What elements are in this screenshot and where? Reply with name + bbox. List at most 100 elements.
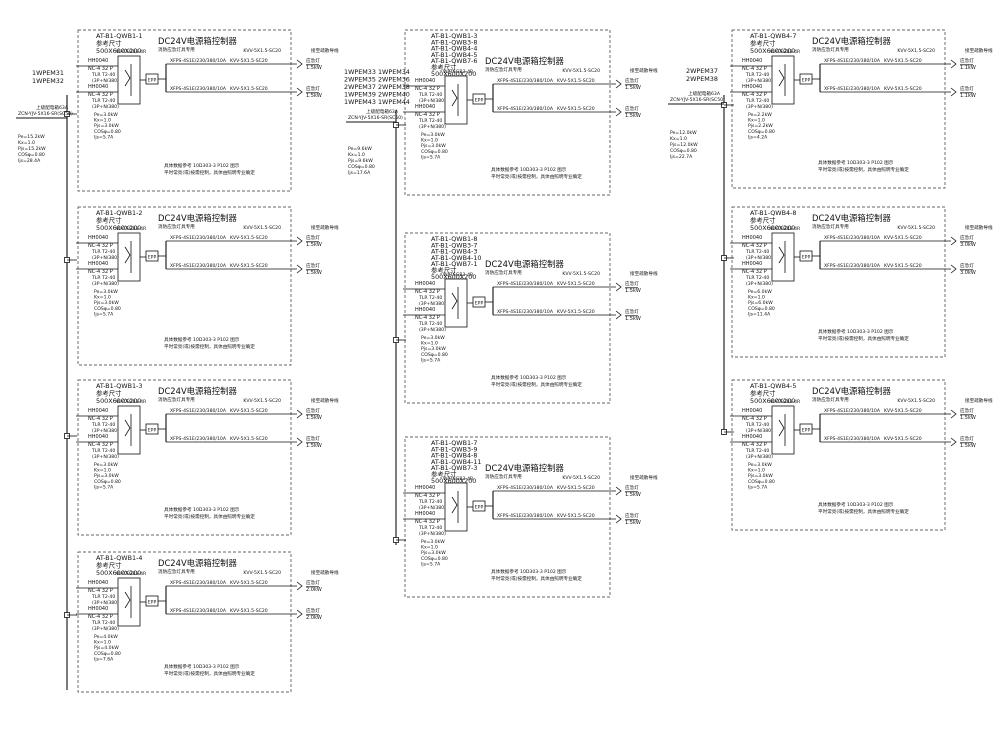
cable-spec: KVV-5X1.5-SC20	[230, 436, 268, 442]
feeder-param: Ijs=17.6A	[348, 170, 371, 176]
panel-param: COSφ=0.80	[748, 306, 775, 312]
panel-name-line: AT-B1-QWB1-7	[431, 439, 477, 447]
breaker-spec: NC-4 32 P	[415, 289, 440, 295]
panel-param: Kx=1.0	[421, 138, 438, 144]
panel-subtitle: 消防应急灯具专用	[812, 223, 849, 230]
lamp-icon	[950, 236, 957, 246]
lamp-icon	[615, 514, 622, 524]
panel-param: COSφ=0.80	[421, 556, 448, 562]
panel-name-line: AT-B1-QWB1-8	[431, 235, 477, 243]
lamp-label: 应急灯	[625, 105, 639, 112]
panel-10: AT-B1-QWB4-5参考尺寸500X600X200DC24V电源箱控制器消防…	[730, 379, 993, 531]
cable-spec: KVV-5X1.5-SC20	[557, 485, 595, 491]
output-spec: XFPS-4S1E/230/380/10A	[824, 408, 881, 414]
ats-symbol	[451, 491, 459, 523]
load-rating: 1.5kW	[960, 443, 976, 449]
load-rating: 1.5kW	[625, 492, 641, 498]
cable-spec: KVV-5X1.5-SC20	[557, 513, 595, 519]
lamp-icon	[296, 87, 303, 97]
breaker-spec: NC-4 32 P	[742, 269, 767, 275]
breaker-spec: (3P+N/380)	[746, 428, 773, 434]
panel-name-line: AT-B1-QWB3-8	[431, 38, 477, 46]
lamp-icon	[615, 282, 622, 292]
breaker-spec: (3P+N/380)	[92, 104, 119, 110]
switch-model: HH0040	[88, 58, 108, 64]
panel-name-line: AT-B1-QWB4-5	[431, 51, 477, 59]
ats-model: WATSGB3-4R	[443, 476, 474, 482]
breaker-spec: NC-4 32 P	[415, 519, 440, 525]
load-rating: 1.5kW	[306, 415, 322, 421]
panel-param: Kx=1.0	[94, 640, 111, 646]
panel-name-line: AT-B1-QWB4-7	[750, 32, 796, 40]
panel-name-line: AT-B1-QWB7-6	[431, 57, 477, 65]
epp-label: EPP	[475, 505, 484, 511]
panel-name-line: 500X600X200	[750, 47, 795, 55]
lamp-icon	[615, 107, 622, 117]
cable-spec: KVV-5X1.5-SC20	[562, 475, 600, 481]
ats-model: WATSGB3-4R	[443, 69, 474, 75]
panel-param: COSφ=0.80	[94, 306, 121, 312]
breaker-spec: TLR T2-40	[745, 98, 769, 104]
feeder-param: Pe=12.0kW	[670, 130, 697, 136]
panel-param: Ijs=4.2A	[748, 134, 768, 140]
switch-model: HH0040	[415, 104, 435, 110]
cable-spec: KVV-5X1.5-SC20	[884, 235, 922, 241]
ats-model: WATSGB3-4R	[443, 272, 474, 278]
breaker-spec: TLR T2-40	[91, 72, 115, 78]
epp-label: EPP	[802, 78, 811, 84]
ats-symbol	[451, 84, 459, 116]
breaker-spec: NC-4 32 P	[88, 243, 113, 249]
output-spec: XFPS-4S1E/230/380/10A	[497, 309, 554, 315]
output-spec: XFPS-4S1E/230/380/10A	[824, 235, 881, 241]
cable-spec: KVV-5X1.5-SC20	[884, 86, 922, 92]
panel-title: DC24V电源箱控制器	[812, 213, 892, 223]
breaker-spec: NC-4 32 P	[742, 243, 767, 249]
cable-spec: KVV-5X1.5-SC20	[897, 225, 935, 231]
panel-note: 平时常亮(或)按需控制，具体由照明专业确定	[491, 381, 582, 388]
cable-spec: KVV-5X1.5-SC20	[562, 68, 600, 74]
panel-name-line: 500X600X200	[96, 224, 141, 232]
feeder-param: Kx=1.0	[670, 136, 687, 142]
ats-model: WATSGB3-4R	[116, 399, 147, 405]
right-feeder: 上级配电箱63AZCN-YJV-5X16-SR(SC50)Pe=12.0kWKx…	[668, 67, 734, 435]
breaker-spec: (3P+N/380)	[746, 281, 773, 287]
panel-param: Kx=1.0	[748, 295, 765, 301]
load-rating: 1.5kW	[306, 65, 322, 71]
load-rating: 1.5kW	[306, 93, 322, 99]
switch-model: HH0040	[88, 408, 108, 414]
output-spec: XFPS-4S1E/230/380/10A	[824, 436, 881, 442]
panel-note: 平时常亮(或)按需控制，具体由照明专业确定	[818, 166, 909, 173]
feeder-label: 2WPEM35 2WPEM36	[344, 76, 410, 84]
switch-model: HH0040	[415, 78, 435, 84]
breaker-spec: (3P+N/380)	[419, 531, 446, 537]
cable-spec: KVV-5X1.5-SC20	[230, 263, 268, 269]
panel-note: 具体数据参考 10D303-3 P102 图示	[491, 374, 567, 381]
panel-name-line: 参考尺寸	[431, 266, 457, 275]
ats-model: WATSGB3-4R	[116, 571, 147, 577]
panel-name-line: 参考尺寸	[96, 39, 122, 48]
load-rating: 1.5kW	[306, 270, 322, 276]
cable-spec: KVV-5X1.5-SC20	[243, 398, 281, 404]
lamp-label: 应急灯	[306, 435, 320, 442]
feeder-label: 1WPEM39 2WPEM40	[344, 91, 410, 99]
panel-name-line: AT-B1-QWB4-10	[431, 254, 482, 262]
panel-note: 具体数据参考 10D303-3 P102 图示	[164, 162, 240, 169]
cable-spec: KVV-5X1.5-SC20	[230, 235, 268, 241]
breaker-spec: TLR T2-40	[91, 275, 115, 281]
panel-note: 具体数据参考 10D303-3 P102 图示	[818, 159, 894, 166]
right-header: 接至疏散导线	[630, 270, 658, 277]
breaker-spec: (3P+N/380)	[92, 626, 119, 632]
lamp-icon	[296, 609, 303, 619]
panel-note: 具体数据参考 10D303-3 P102 图示	[491, 568, 567, 575]
panel-name-line: 参考尺寸	[750, 216, 776, 225]
epp-label: EPP	[148, 255, 157, 261]
cable-spec: KVV-5X1.5-SC20	[557, 309, 595, 315]
lamp-icon	[296, 59, 303, 69]
panel-subtitle: 消防应急灯具专用	[485, 473, 522, 480]
load-rating: 1.5kW	[625, 520, 641, 526]
